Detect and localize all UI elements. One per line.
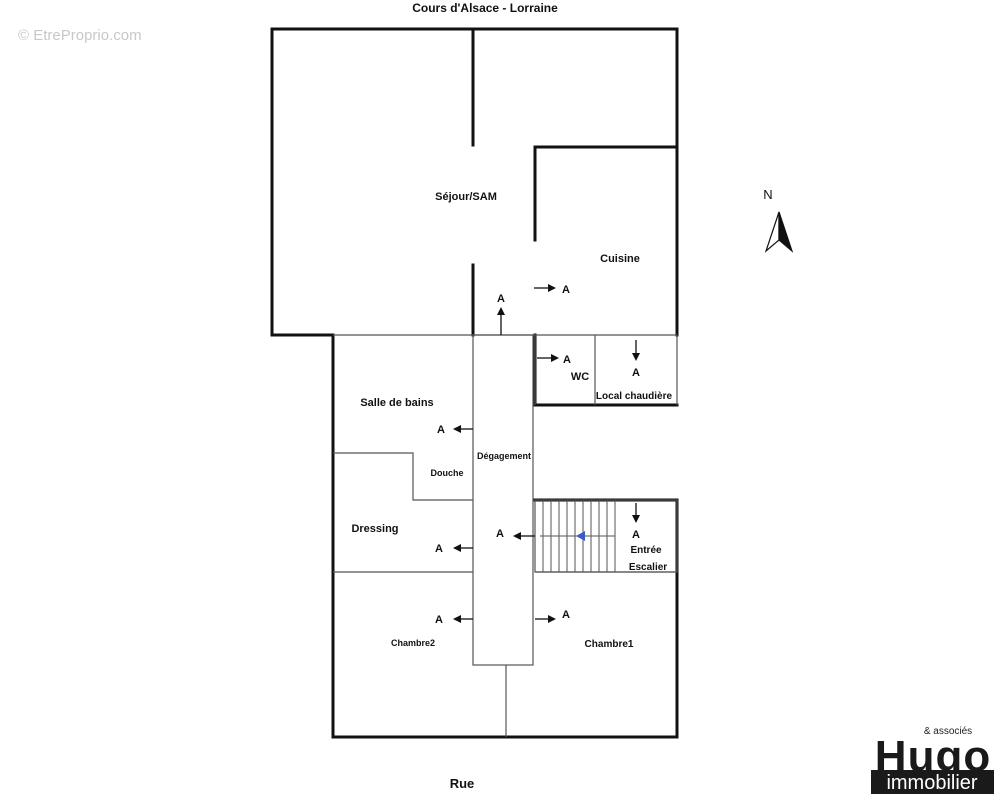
room-salle-de-bains-label: Salle de bains [360,397,433,409]
access-marker-degagement: A [496,528,504,540]
access-marker-sejour: A [497,293,505,305]
room-chambre1-label: Chambre1 [585,639,634,650]
room-cuisine-label: Cuisine [600,253,640,265]
access-marker-salle-de-bains: A [437,424,445,436]
interior-walls [333,334,678,737]
access-marker-cuisine: A [562,284,570,296]
room-degagement-label: Dégagement [477,451,531,461]
room-escalier-label: Escalier [629,562,667,573]
access-marker-chambre1: A [562,609,570,621]
logo-tagline: & associés [924,726,972,737]
room-entree-label: Entrée [630,545,662,556]
access-marker-wc: A [563,354,571,366]
north-arrow-icon [764,211,794,253]
logo-sub-band [871,770,994,794]
exterior-walls [270,27,679,739]
room-wc-label: WC [571,371,589,383]
room-douche-label: Douche [430,468,463,478]
street-bottom-label: Rue [450,776,475,791]
room-chaudiere-label: Local chaudière [596,391,673,402]
stair-direction-icon [576,531,585,541]
access-marker-chaudiere: A [632,367,640,379]
room-chambre2-label: Chambre2 [391,638,435,648]
street-top-label: Cours d'Alsace - Lorraine [412,1,558,15]
compass-north-label: N [763,187,772,202]
watermark: © EtreProprio.com [18,27,142,44]
access-arrows [453,284,640,623]
room-dressing-label: Dressing [351,523,398,535]
compass: N [763,187,794,253]
room-sejour-label: Séjour/SAM [435,191,497,203]
hugo-immobilier-logo: & associés Hugo immobilier [871,726,994,794]
access-marker-chambre2: A [435,614,443,626]
logo-sub: immobilier [886,772,977,794]
access-marker-entree: A [632,529,640,541]
access-marker-dressing: A [435,543,443,555]
